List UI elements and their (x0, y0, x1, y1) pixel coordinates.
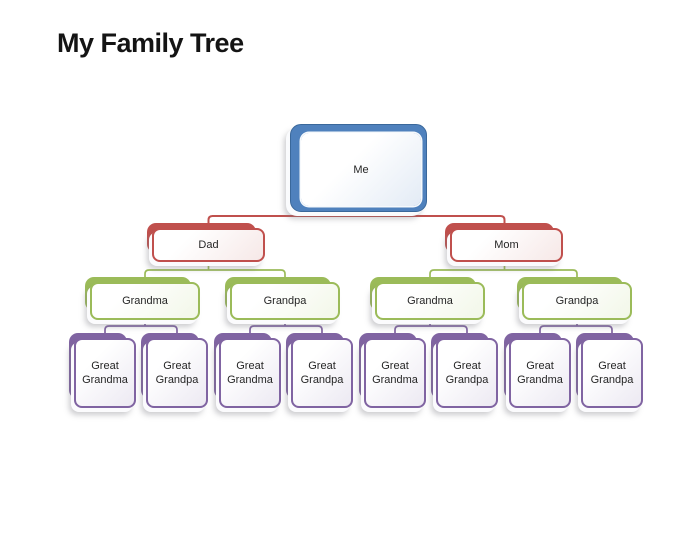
connector-grandma1-to-greats (104, 325, 178, 334)
node-label: Grandma (122, 294, 168, 307)
node-label: Grandma (407, 294, 453, 307)
connector-mom-to-grandparents (429, 269, 578, 278)
connector-grandpa2-to-greats (539, 325, 613, 334)
node-label: Great Grandma (517, 359, 563, 386)
node-mom: Mom (445, 223, 563, 262)
node-label: Mom (494, 238, 519, 251)
node-great-grandma-3: Great Grandma (359, 333, 426, 408)
connector-dad-to-grandparents (144, 269, 286, 278)
node-great-grandpa-1: Great Grandpa (141, 333, 208, 408)
node-grandpa-paternal: Grandpa (225, 277, 340, 320)
node-great-grandpa-4: Great Grandpa (576, 333, 643, 408)
node-me: Me (290, 124, 427, 212)
page-title: My Family Tree (57, 28, 244, 58)
node-label: Dad (198, 238, 219, 251)
node-label: Great Grandpa (155, 359, 199, 386)
node-label: Great Grandpa (300, 359, 344, 386)
node-great-grandma-4: Great Grandma (504, 333, 571, 408)
connector-grandma2-to-greats (394, 325, 468, 334)
node-label: Great Grandma (227, 359, 273, 386)
node-label: Great Grandpa (590, 359, 634, 386)
node-great-grandma-2: Great Grandma (214, 333, 281, 408)
node-great-grandma-1: Great Grandma (69, 333, 136, 408)
node-grandma-maternal: Grandma (370, 277, 485, 320)
node-label: Grandpa (263, 294, 307, 307)
node-label: Grandpa (555, 294, 599, 307)
node-label: Great Grandma (82, 359, 128, 386)
node-label: Me (353, 163, 369, 176)
node-great-grandpa-2: Great Grandpa (286, 333, 353, 408)
node-great-grandpa-3: Great Grandpa (431, 333, 498, 408)
node-grandma-paternal: Grandma (85, 277, 200, 320)
node-label: Great Grandma (372, 359, 418, 386)
node-label: Great Grandpa (445, 359, 489, 386)
node-dad: Dad (147, 223, 265, 262)
node-me-panel: Me (301, 133, 421, 206)
node-grandpa-maternal: Grandpa (517, 277, 632, 320)
connector-grandpa1-to-greats (249, 325, 323, 334)
connector-me-to-parents (207, 215, 506, 224)
